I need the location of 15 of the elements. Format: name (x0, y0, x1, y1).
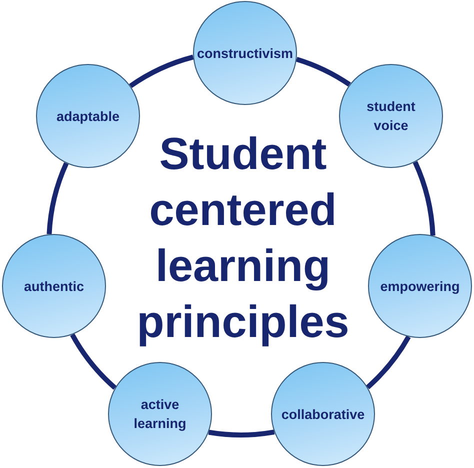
principle-label: student voice (366, 98, 416, 135)
principle-label: constructivism (196, 44, 294, 62)
principle-label: collaborative (281, 406, 365, 424)
ring-segment (296, 56, 351, 87)
principle-label: active learning (134, 396, 186, 433)
ring-segment (129, 54, 194, 88)
principle-label: empowering (380, 278, 460, 296)
principle-label: adaptable (56, 108, 120, 126)
ring-segment (46, 162, 69, 234)
principle-label: authentic (24, 278, 84, 296)
center-title: Student centered learning principles (136, 127, 350, 349)
ring-segment (412, 161, 436, 236)
ring-segment (208, 430, 275, 438)
ring-segment (70, 333, 117, 390)
ring-segment (366, 335, 411, 390)
